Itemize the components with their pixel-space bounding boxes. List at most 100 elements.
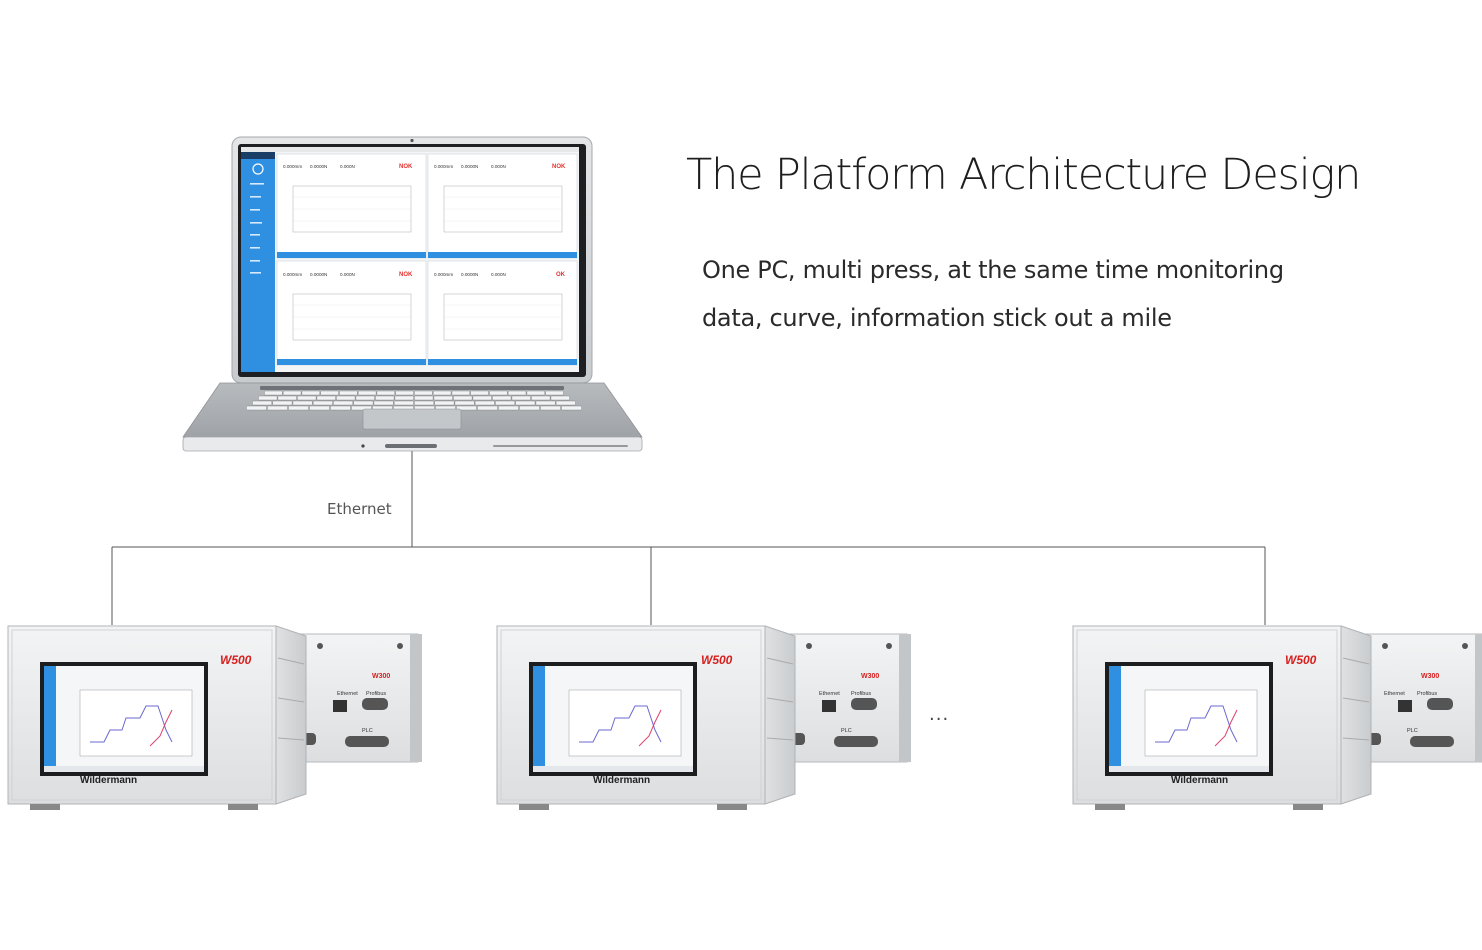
device-3-port-ethernet: Ethernet [1384, 691, 1405, 697]
keyboard-key [492, 395, 512, 401]
keyboard-key [297, 395, 317, 401]
panel-3-status: NOK [399, 272, 413, 278]
panel-4-value-3: 0.000N [491, 272, 506, 277]
keyboard-key [353, 400, 374, 406]
keyboard-key [320, 390, 339, 396]
keyboard-key [507, 390, 527, 396]
keyboard-key [414, 395, 434, 401]
keyboard-key [330, 405, 351, 411]
keyboard-key [395, 390, 414, 396]
keyboard-key [470, 390, 489, 396]
keyboard-key [511, 395, 531, 401]
keyboard-key [414, 400, 434, 406]
keyboard-key [540, 405, 561, 411]
panel-1-value-1: 0.000mm [283, 164, 302, 169]
keyboard-key [495, 400, 515, 406]
device-1-port-ethernet: Ethernet [337, 691, 358, 697]
keyboard-key [301, 390, 321, 396]
keyboard-key [339, 390, 358, 396]
keyboard-key [355, 395, 375, 401]
panel-1-value-2: 0.0000N [310, 164, 327, 169]
keyboard-key [393, 400, 414, 406]
keyboard-key [477, 405, 498, 411]
keyboard-key [535, 400, 556, 406]
device-2-brand: Wildermann [593, 775, 650, 786]
keyboard-key [292, 400, 313, 406]
panel-4-value-2: 0.0000N [461, 272, 478, 277]
keyboard-key [394, 395, 414, 401]
device-1-port-profibus: Profibus [366, 691, 386, 697]
keyboard-key [246, 405, 267, 411]
device-2-model: W500 [701, 653, 733, 667]
keyboard-key [282, 390, 302, 396]
panel-4-status: OK [556, 272, 566, 278]
keyboard-key [474, 400, 495, 406]
ethernet-label: Ethernet [327, 500, 392, 518]
keyboard-key [456, 405, 477, 411]
press-devices: W500 W300 Wildermann Ethernet Profibus P… [7, 625, 1482, 811]
panel-2-value-3: 0.000N [491, 164, 506, 169]
keyboard-key [531, 395, 551, 401]
device-2: W500 W300 Wildermann Ethernet Profibus P… [496, 625, 912, 811]
device-2-port-profibus: Profibus [851, 691, 871, 697]
keyboard-key [515, 400, 536, 406]
device-3-port-plc: PLC [1407, 728, 1418, 734]
panel-2-value-2: 0.0000N [461, 164, 478, 169]
panel-4: 0.000mm 0.0000N 0.000N OK [427, 260, 578, 366]
panel-3: 0.000mm 0.0000N 0.000N NOK [276, 260, 427, 366]
keyboard-key [489, 390, 508, 396]
keyboard-key [272, 400, 293, 406]
panel-1-value-3: 0.000N [340, 164, 355, 169]
device-3: W500 W300 Wildermann Ethernet Profibus P… [1072, 625, 1482, 811]
back-icon [252, 163, 264, 175]
device-3-brand: Wildermann [1171, 775, 1228, 786]
keyboard-key [288, 405, 309, 411]
panel-4-value-1: 0.000mm [434, 272, 453, 277]
keyboard-key [434, 400, 455, 406]
keyboard-key [333, 400, 353, 406]
keyboard-key [376, 390, 395, 396]
panel-3-value-3: 0.000N [340, 272, 355, 277]
keyboard-key [519, 405, 540, 411]
panel-3-value-2: 0.0000N [310, 272, 327, 277]
keyboard-key [277, 395, 297, 401]
keyboard-key [336, 395, 356, 401]
keyboard-key [309, 405, 330, 411]
keyboard-key [357, 390, 377, 396]
keyboard-key [555, 400, 576, 406]
keyboard-key [264, 390, 283, 396]
keyboard-key [561, 405, 582, 411]
keyboard-key [267, 405, 288, 411]
keyboard-key [498, 405, 519, 411]
device-2-side-model: W300 [861, 673, 879, 680]
device-2-port-ethernet: Ethernet [819, 691, 840, 697]
more-devices-ellipsis: ... [929, 704, 950, 725]
keyboard-key [433, 395, 453, 401]
keyboard-key [414, 390, 433, 396]
keyboard-key [472, 395, 492, 401]
keyboard-key [432, 390, 452, 396]
panel-1: 0.000mm 0.0000N 0.000N NOK [276, 153, 427, 259]
device-3-side-model: W300 [1421, 673, 1439, 680]
laptop: 0.000mm 0.0000N 0.000N NOK 0.000mm 0.000… [182, 136, 643, 452]
keyboard-key [545, 390, 564, 396]
device-2-port-plc: PLC [841, 728, 852, 734]
device-1-port-plc: PLC [362, 728, 373, 734]
panel-1-status: NOK [399, 164, 413, 170]
keyboard-key [252, 400, 273, 406]
panel-2: 0.000mm 0.0000N 0.000N NOK [427, 153, 578, 259]
panel-2-value-1: 0.000mm [434, 164, 453, 169]
keyboard-key [526, 390, 545, 396]
keyboard-key [258, 395, 278, 401]
device-1-side-model: W300 [372, 673, 390, 680]
description-line-1: One PC, multi press, at the same time mo… [702, 256, 1284, 284]
device-1-model: W500 [220, 653, 252, 667]
keyboard-key [312, 400, 333, 406]
keyboard-key [454, 400, 475, 406]
keyboard-key [316, 395, 336, 401]
panel-3-value-1: 0.000mm [283, 272, 302, 277]
description-line-2: data, curve, information stick out a mil… [702, 304, 1172, 332]
device-1-brand: Wildermann [80, 775, 137, 786]
diagram-title: The Platform Architecture Design [686, 150, 1361, 200]
keyboard-key [375, 395, 395, 401]
